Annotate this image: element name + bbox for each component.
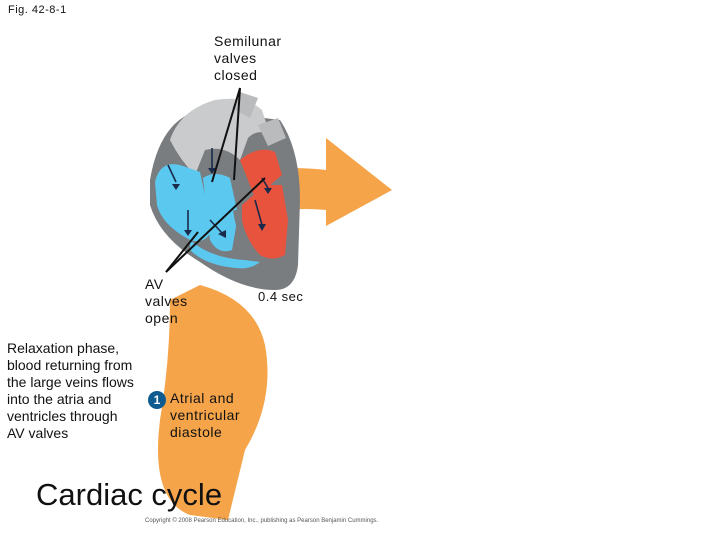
phase-line-5: ventricles through <box>7 408 118 424</box>
semilunar-line-3: closed <box>214 67 258 83</box>
septum <box>233 209 261 261</box>
step-line-3: diastole <box>170 424 223 440</box>
av-line-1: AV <box>145 276 164 292</box>
av-valves-label: AV valves open <box>145 276 188 327</box>
phase-description: Relaxation phase, blood returning from t… <box>7 340 134 442</box>
phase-line-4: into the atria and <box>7 391 112 407</box>
step-line-1: Atrial and <box>170 390 235 406</box>
phase-line-2: blood returning from <box>7 357 133 373</box>
phase-line-1: Relaxation phase, <box>7 340 120 356</box>
semilunar-valves-label: Semilunar valves closed <box>214 33 282 84</box>
semilunar-leader-lines <box>211 87 241 183</box>
av-leader-lines <box>165 177 266 273</box>
phase-line-6: AV valves <box>7 425 69 441</box>
duration-label: 0.4 sec <box>258 289 304 304</box>
av-line-3: open <box>145 310 179 326</box>
figure-label: Fig. 42-8-1 <box>8 4 67 16</box>
left-heart-chambers <box>240 149 288 259</box>
copyright-notice: Copyright © 2008 Pearson Education, Inc.… <box>145 518 379 524</box>
step-number-badge: 1 <box>148 391 166 409</box>
right-heart-chambers <box>155 164 260 269</box>
semilunar-line-2: valves <box>214 50 257 66</box>
arrow-heads <box>172 168 272 238</box>
phase-line-3: the large veins flows <box>7 374 134 390</box>
step-text: Atrial and ventricular diastole <box>170 390 240 441</box>
step-line-2: ventricular <box>170 407 241 423</box>
semilunar-line-1: Semilunar <box>214 33 282 49</box>
av-line-2: valves <box>145 293 188 309</box>
diagram-title: Cardiac cycle <box>36 477 223 512</box>
cycle-arrow <box>158 138 392 520</box>
